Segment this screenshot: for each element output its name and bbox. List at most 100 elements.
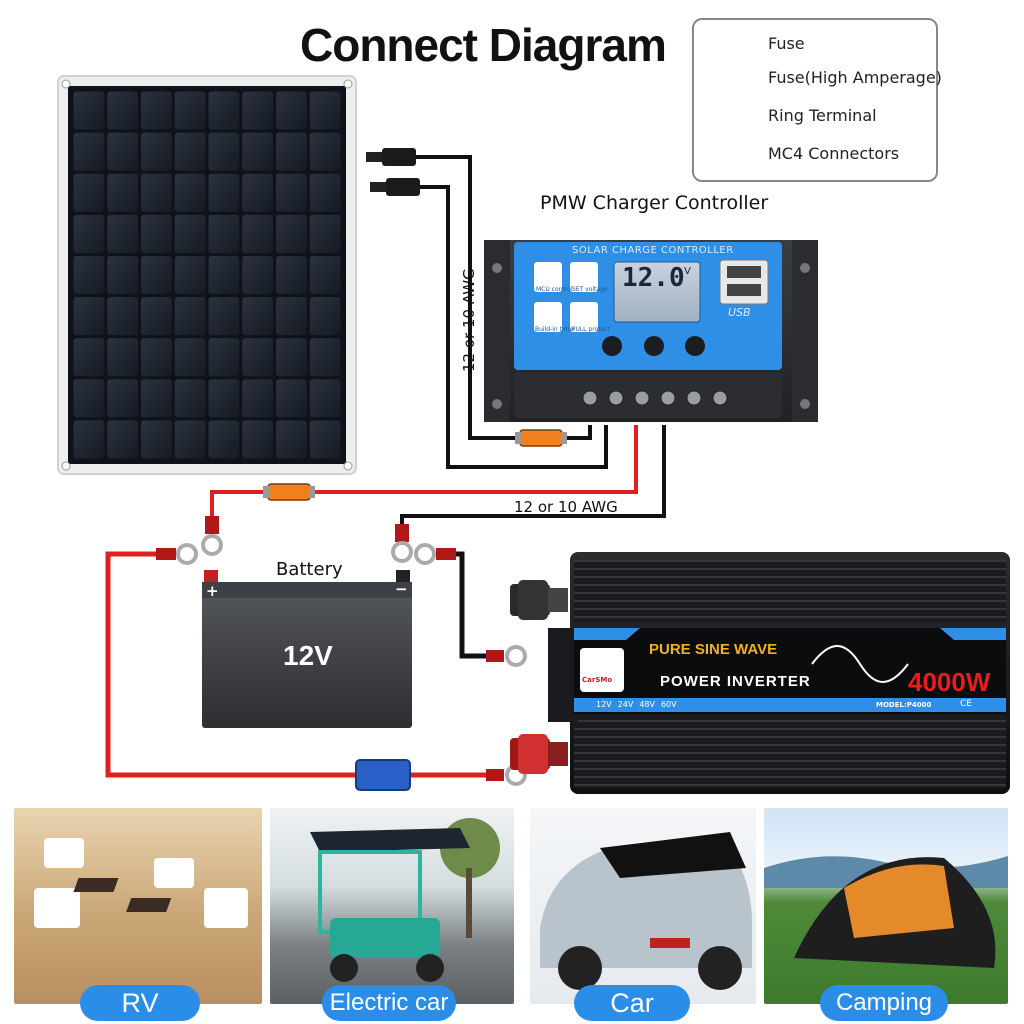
lcd-voltage: 12.0	[622, 263, 685, 293]
solar-cell	[174, 297, 206, 336]
wire-gauge-label-vertical: 12 or 10 AWG	[460, 268, 478, 372]
solar-cell	[174, 132, 206, 171]
inverter-voltage: 12V	[596, 700, 612, 709]
inverter-voltage: 48V	[639, 700, 655, 709]
solar-cell	[141, 379, 172, 418]
inverter-voltage-list: 12V 24V 48V 60V	[596, 700, 677, 709]
use-label-camping: Camping	[820, 985, 948, 1021]
solar-cell	[309, 420, 341, 459]
solar-cell	[174, 255, 206, 295]
solar-cell	[141, 338, 172, 377]
solar-cell	[73, 255, 105, 295]
inverter-power: 4000W	[908, 667, 991, 697]
use-photo-camping	[764, 808, 1008, 1004]
solar-cell	[309, 255, 341, 295]
camping-scene	[764, 856, 1008, 968]
solar-cell	[141, 91, 172, 130]
solar-cell	[141, 173, 172, 212]
battery-voltage: 12V	[283, 640, 333, 671]
wire-gauge-label-horizontal: 12 or 10 AWG	[514, 498, 618, 516]
battery-minus-mark: −	[395, 580, 408, 598]
solar-cell	[208, 297, 240, 336]
use-photo-rv	[14, 808, 262, 1004]
legend-label-fuse-high: Fuse(High Amperage)	[768, 67, 942, 87]
solar-cell	[276, 91, 307, 130]
inverter-voltage: 24V	[617, 700, 634, 709]
controller-label: PMW Charger Controller	[540, 192, 769, 214]
solar-cell	[309, 173, 341, 212]
battery	[202, 570, 412, 728]
inverter-cert-marks: CE	[960, 699, 972, 709]
solar-cell	[208, 420, 240, 459]
high-amp-fuse	[355, 759, 411, 791]
solar-cell	[242, 132, 273, 171]
solar-cell	[73, 297, 105, 336]
legend-label-ring-terminal: Ring Terminal	[768, 105, 877, 125]
solar-cell	[174, 214, 206, 253]
solar-cell	[309, 91, 341, 130]
electric-car-scene	[310, 818, 500, 982]
solar-cell	[242, 297, 273, 336]
panel-wires	[416, 155, 608, 469]
inverter-wave-label: PURE SINE WAVE	[649, 641, 778, 658]
diagram-title: Connect Diagram	[300, 19, 667, 71]
solar-cell	[141, 420, 172, 459]
solar-cell	[276, 132, 307, 171]
solar-cell	[73, 173, 105, 212]
solar-cell	[208, 173, 240, 212]
solar-cell	[107, 132, 138, 171]
solar-cell	[309, 338, 341, 377]
solar-cell	[276, 420, 307, 459]
mc4-connector-pair	[366, 148, 420, 196]
solar-cell	[107, 297, 138, 336]
solar-cell	[208, 214, 240, 253]
controller-terminal	[686, 390, 702, 406]
inverter-wires	[105, 551, 490, 778]
controller-terminal	[634, 390, 650, 406]
solar-cell	[208, 91, 240, 130]
solar-cell	[276, 379, 307, 418]
solar-cell	[107, 173, 138, 212]
use-photo-car	[530, 808, 756, 1004]
legend-label-mc4: MC4 Connectors	[768, 143, 900, 163]
legend-label-fuse: Fuse	[768, 33, 805, 53]
solar-cell	[242, 255, 273, 295]
solar-cell	[242, 338, 273, 377]
solar-cell	[73, 214, 105, 253]
solar-cell	[276, 173, 307, 212]
solar-cell	[174, 379, 206, 418]
power-inverter	[510, 552, 1010, 794]
controller-terminal	[712, 390, 728, 406]
inverter-name: POWER INVERTER	[660, 673, 811, 690]
solar-cell	[242, 214, 273, 253]
use-label-electric-car: Electric car	[322, 985, 456, 1021]
panel-fuse	[515, 429, 567, 447]
controller-header: SOLAR CHARGE CONTROLLER	[572, 245, 734, 256]
solar-cell	[309, 297, 341, 336]
usb-label: USB	[728, 306, 751, 319]
charge-controller	[484, 240, 818, 422]
inverter-voltage: 60V	[660, 700, 677, 709]
solar-cell	[208, 255, 240, 295]
solar-cell	[107, 214, 138, 253]
use-photo-electric-car	[270, 808, 514, 1004]
use-label-rv: RV	[80, 985, 200, 1021]
icon-label-protect: FULL protect	[572, 326, 610, 333]
solar-cell	[107, 338, 138, 377]
legend-item-mc4: MC4 Connectors	[694, 138, 934, 168]
solar-cell	[174, 173, 206, 212]
battery-fuse	[263, 483, 315, 501]
solar-cell	[107, 255, 138, 295]
legend-box: Fuse Fuse(High Amperage) Ring Terminal M…	[692, 18, 942, 182]
solar-cell	[141, 214, 172, 253]
solar-cell	[73, 379, 105, 418]
solar-cell	[107, 91, 138, 130]
inverter-model: MODEL:P4000	[876, 701, 932, 709]
controller-terminal	[660, 390, 676, 406]
solar-cell	[73, 420, 105, 459]
solar-panel	[57, 75, 357, 475]
rv-scene	[34, 838, 248, 928]
legend-item-fuse-high: Fuse(High Amperage)	[694, 62, 942, 92]
